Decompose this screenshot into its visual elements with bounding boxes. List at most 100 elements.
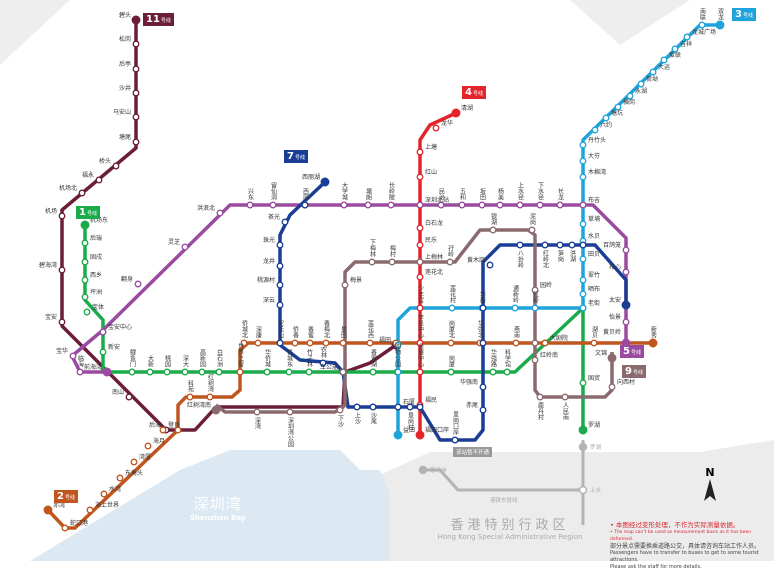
station-marker[interactable] [99, 348, 107, 356]
station-marker[interactable] [486, 261, 494, 269]
station-marker[interactable] [614, 103, 622, 111]
station-marker[interactable] [144, 442, 152, 450]
station-marker[interactable] [340, 201, 348, 209]
station-marker[interactable] [608, 383, 616, 391]
station-marker[interactable] [416, 241, 424, 249]
station-marker[interactable] [81, 258, 89, 266]
station-marker[interactable] [198, 368, 206, 376]
station-marker[interactable] [128, 368, 136, 376]
station-marker[interactable] [536, 201, 544, 209]
station-marker[interactable] [306, 339, 314, 347]
station-marker[interactable] [478, 201, 486, 209]
station-marker[interactable] [496, 201, 504, 209]
station-marker[interactable] [503, 368, 511, 376]
station-marker[interactable] [339, 339, 347, 347]
station-marker[interactable] [319, 359, 327, 367]
station-marker[interactable] [78, 189, 86, 197]
station-marker[interactable] [80, 220, 90, 230]
station-marker[interactable] [416, 368, 424, 376]
station-marker[interactable] [556, 241, 564, 249]
station-marker[interactable] [579, 379, 587, 387]
station-marker[interactable] [622, 268, 630, 276]
station-marker[interactable] [579, 276, 587, 284]
station-marker[interactable] [579, 220, 587, 228]
station-marker[interactable] [305, 368, 313, 376]
station-marker[interactable] [281, 218, 289, 226]
station-marker[interactable] [181, 368, 189, 376]
station-marker[interactable] [81, 239, 89, 247]
station-marker[interactable] [591, 126, 599, 134]
station-marker[interactable] [368, 258, 376, 266]
station-marker[interactable] [479, 304, 487, 312]
station-marker[interactable] [131, 15, 141, 25]
station-marker[interactable] [159, 426, 167, 434]
station-marker[interactable] [458, 201, 466, 209]
station-marker[interactable] [579, 290, 587, 298]
station-marker[interactable] [61, 524, 69, 532]
station-marker[interactable] [416, 403, 424, 411]
station-marker[interactable] [263, 368, 271, 376]
station-marker[interactable] [366, 339, 374, 347]
station-marker[interactable] [132, 89, 140, 97]
station-marker[interactable] [254, 339, 262, 347]
station-marker[interactable] [393, 430, 403, 440]
station-marker[interactable] [116, 474, 124, 482]
station-marker[interactable] [58, 266, 66, 274]
station-marker[interactable] [132, 138, 140, 146]
station-marker[interactable] [285, 368, 293, 376]
station-marker[interactable] [637, 80, 645, 88]
station-marker[interactable] [416, 224, 424, 232]
station-marker[interactable] [276, 339, 284, 347]
station-marker[interactable] [531, 356, 539, 364]
station-marker[interactable] [556, 201, 564, 209]
station-marker[interactable] [99, 328, 107, 336]
station-marker[interactable] [447, 368, 455, 376]
station-marker[interactable] [416, 339, 424, 347]
station-marker[interactable] [531, 286, 539, 294]
station-marker[interactable] [579, 141, 587, 149]
station-marker[interactable] [341, 281, 349, 289]
station-marker[interactable] [448, 304, 456, 312]
hk-station-marker[interactable] [418, 465, 428, 475]
station-marker[interactable] [590, 339, 598, 347]
station-marker[interactable] [626, 92, 634, 100]
station-marker[interactable] [579, 173, 587, 181]
station-marker[interactable] [276, 262, 284, 270]
station-marker[interactable] [579, 157, 587, 165]
station-marker[interactable] [512, 339, 520, 347]
station-marker[interactable] [369, 403, 377, 411]
station-marker[interactable] [579, 201, 587, 209]
station-marker[interactable] [86, 506, 94, 514]
station-marker[interactable] [579, 241, 587, 249]
station-marker[interactable] [276, 301, 284, 309]
station-marker[interactable] [240, 339, 248, 347]
station-marker[interactable] [286, 408, 294, 416]
station-marker[interactable] [541, 339, 549, 347]
station-marker[interactable] [132, 40, 140, 48]
station-marker[interactable] [269, 201, 277, 209]
station-marker[interactable] [181, 243, 189, 251]
station-marker[interactable] [479, 383, 487, 391]
station-marker[interactable] [43, 505, 53, 515]
station-marker[interactable] [648, 338, 658, 348]
station-marker[interactable] [364, 201, 372, 209]
station-marker[interactable] [100, 490, 108, 498]
station-marker[interactable] [69, 352, 77, 360]
station-marker[interactable] [660, 56, 668, 64]
station-marker[interactable] [253, 408, 261, 416]
station-marker[interactable] [236, 368, 244, 376]
hk-station-marker[interactable] [578, 442, 588, 452]
station-marker[interactable] [132, 65, 140, 73]
station-marker[interactable] [683, 33, 691, 41]
station-marker[interactable] [416, 201, 424, 209]
station-marker[interactable] [416, 304, 424, 312]
station-marker[interactable] [134, 280, 142, 288]
station-marker[interactable] [489, 368, 497, 376]
station-marker[interactable] [671, 45, 679, 53]
station-marker[interactable] [531, 304, 539, 312]
station-marker[interactable] [536, 393, 544, 401]
station-marker[interactable] [406, 403, 414, 411]
station-marker[interactable] [339, 368, 347, 376]
station-marker[interactable] [102, 367, 112, 377]
station-marker[interactable] [320, 177, 330, 187]
